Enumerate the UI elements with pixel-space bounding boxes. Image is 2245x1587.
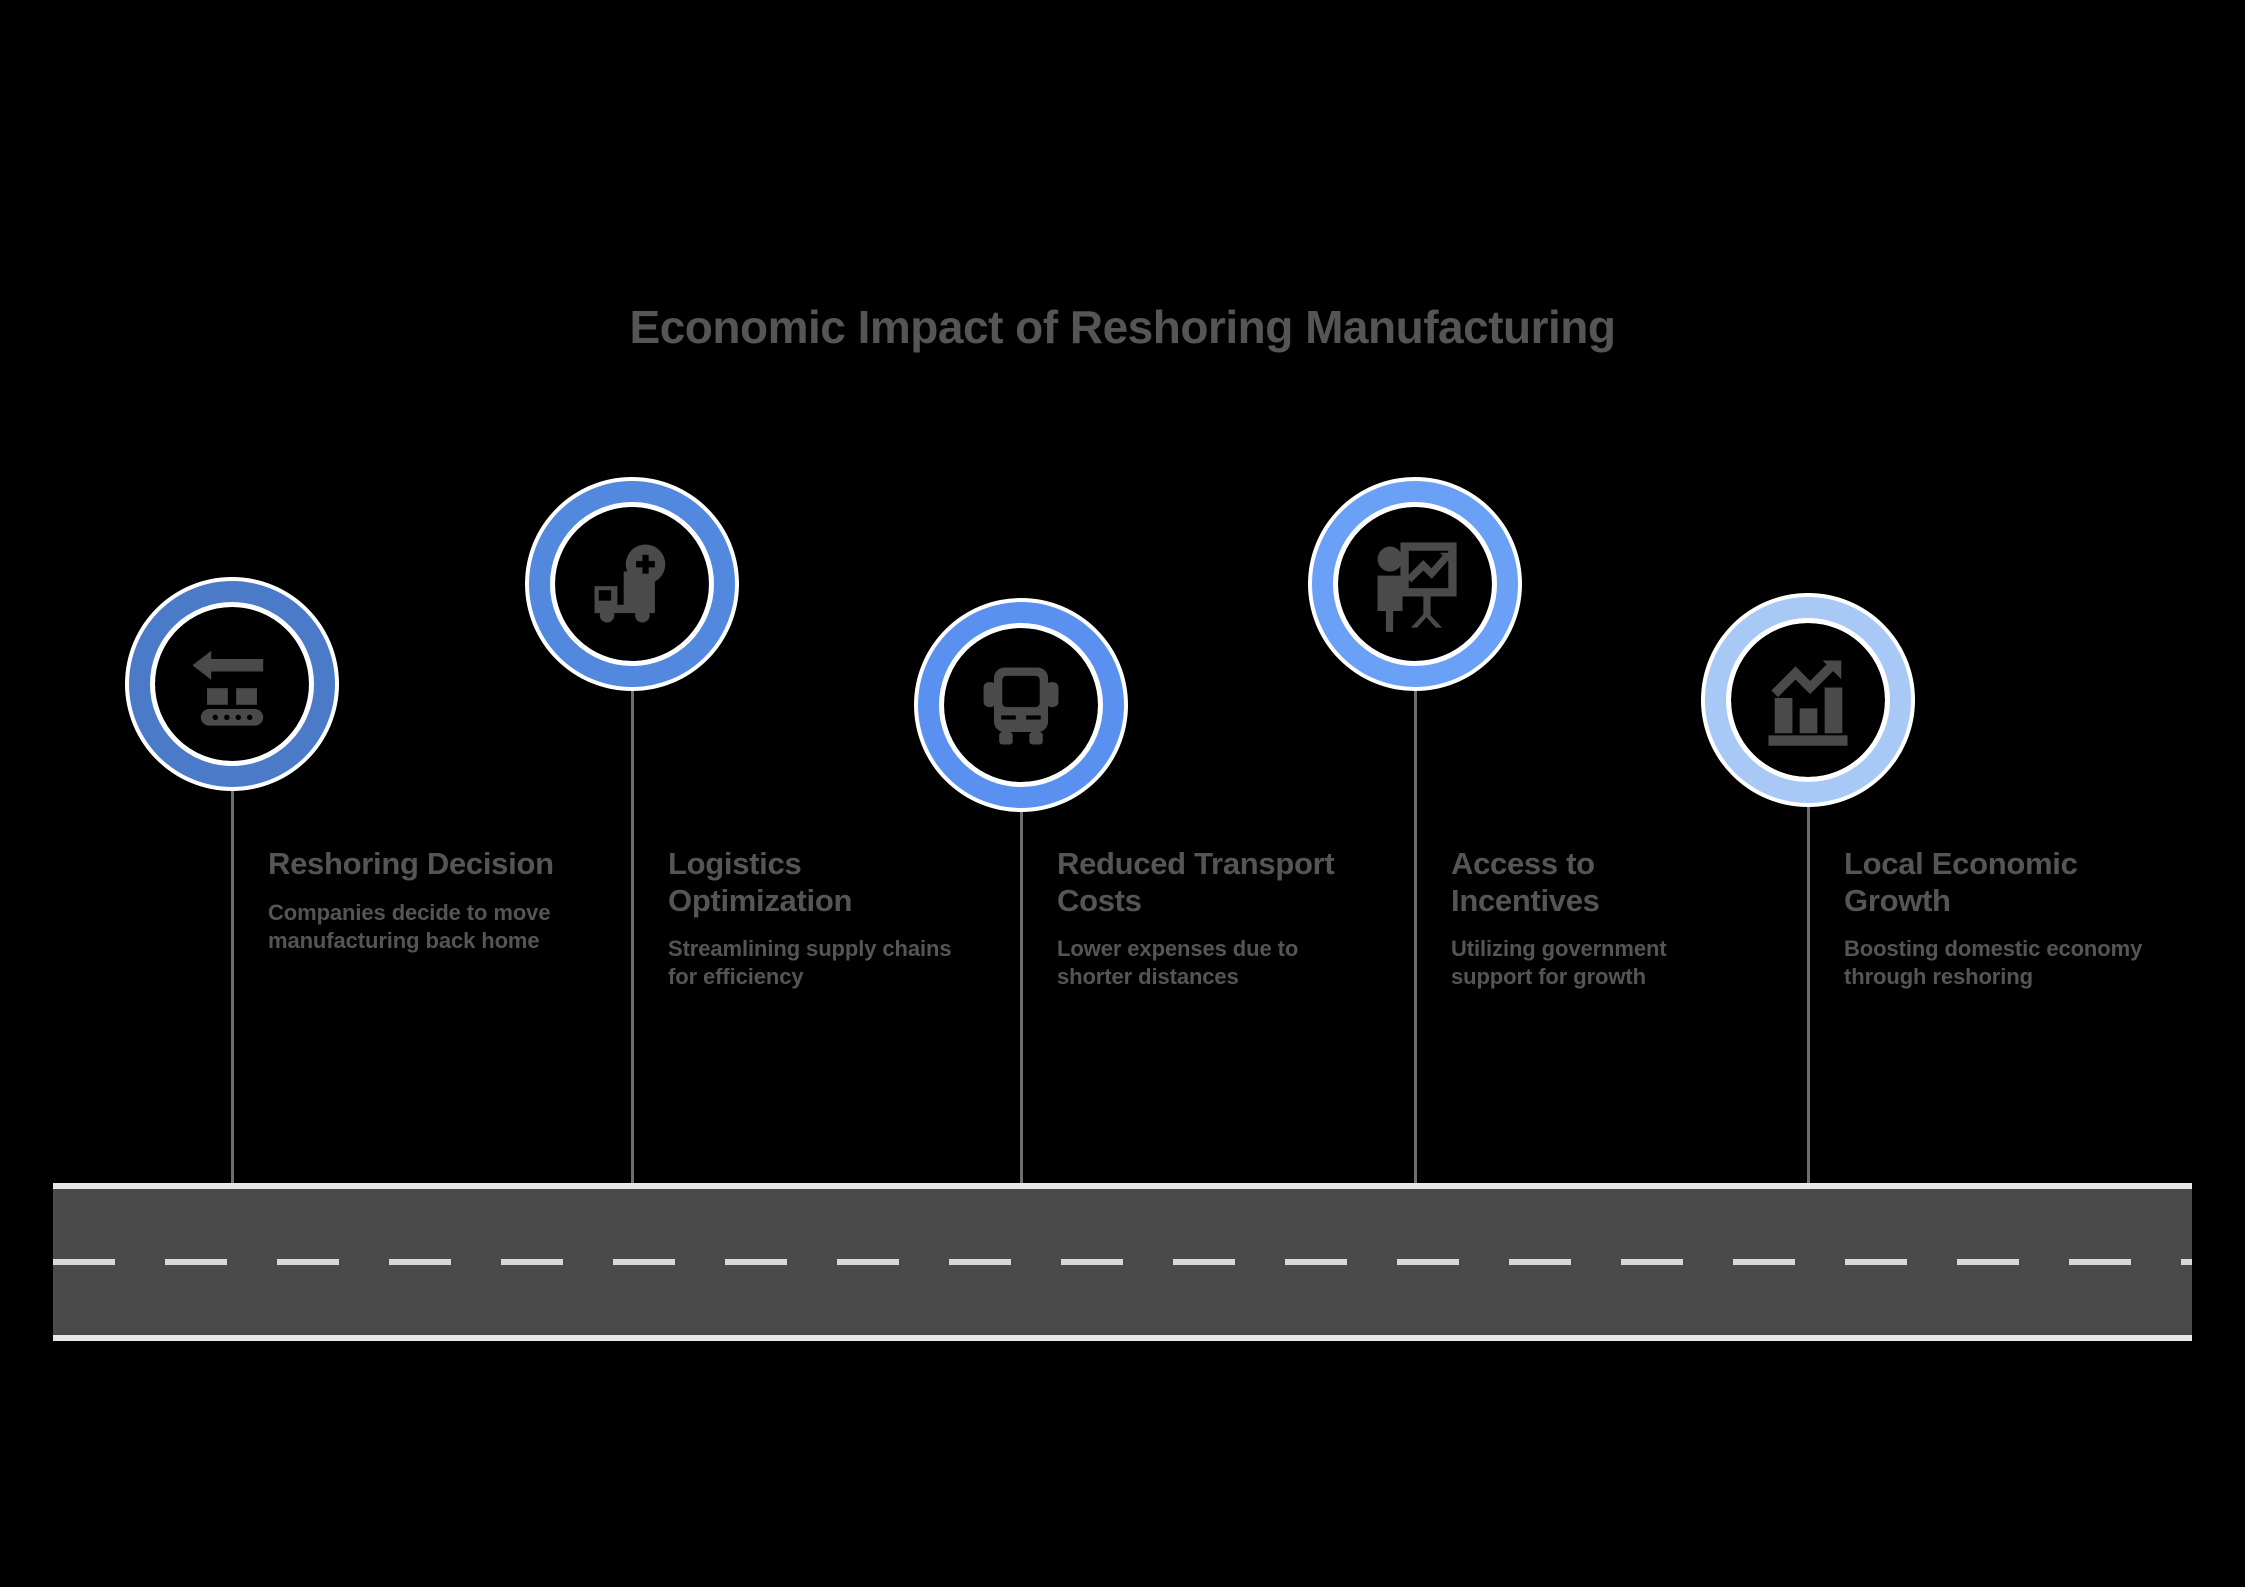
step-icon-ring-1[interactable] [129, 581, 335, 787]
step-icon-ring-5[interactable] [1705, 597, 1911, 803]
step-text-3: Reduced Transport Costs Lower expenses d… [1057, 846, 1357, 991]
step-description-5: Boosting domestic economy through reshor… [1844, 936, 2143, 990]
connector-pole-1 [231, 787, 234, 1183]
step-text-2: Logistics Optimization Streamlining supp… [668, 846, 968, 991]
connector-pole-5 [1807, 803, 1810, 1183]
delivery-truck-plus-icon [580, 532, 684, 636]
road-strip [53, 1183, 2192, 1341]
step-title-4: Access to Incentives [1451, 846, 1600, 918]
step-icon-ring-3[interactable] [918, 602, 1124, 808]
step-text-4: Access to Incentives Utilizing governmen… [1451, 846, 1751, 991]
page-title: Economic Impact of Reshoring Manufacturi… [629, 301, 1616, 353]
road-edge-line-bottom [53, 1335, 2192, 1341]
step-text-5: Local Economic Growth Boosting domestic … [1844, 846, 2144, 991]
connector-pole-2 [631, 687, 634, 1183]
connector-pole-4 [1414, 687, 1417, 1183]
step-title-5: Local Economic Growth [1844, 846, 2078, 918]
bar-chart-growth-icon [1756, 648, 1860, 752]
connector-pole-3 [1020, 808, 1023, 1183]
step-icon-ring-4[interactable] [1312, 481, 1518, 687]
step-title-3: Reduced Transport Costs [1057, 846, 1335, 918]
step-title-1: Reshoring Decision [268, 846, 554, 881]
arrow-left-factory-icon [180, 632, 284, 736]
step-description-1: Companies decide to move manufacturing b… [268, 899, 551, 953]
step-description-2: Streamlining supply chains for efficienc… [668, 936, 952, 990]
road-center-dashed-line [53, 1259, 2192, 1265]
step-description-3: Lower expenses due to shorter distances [1057, 936, 1299, 990]
step-title-2: Logistics Optimization [668, 846, 853, 918]
step-icon-ring-2[interactable] [529, 481, 735, 687]
road-edge-line-top [53, 1183, 2192, 1189]
presenter-chart-board-icon [1363, 532, 1467, 636]
step-text-1: Reshoring Decision Companies decide to m… [268, 846, 568, 955]
step-description-4: Utilizing government support for growth [1451, 936, 1667, 990]
bus-front-icon [969, 653, 1073, 757]
